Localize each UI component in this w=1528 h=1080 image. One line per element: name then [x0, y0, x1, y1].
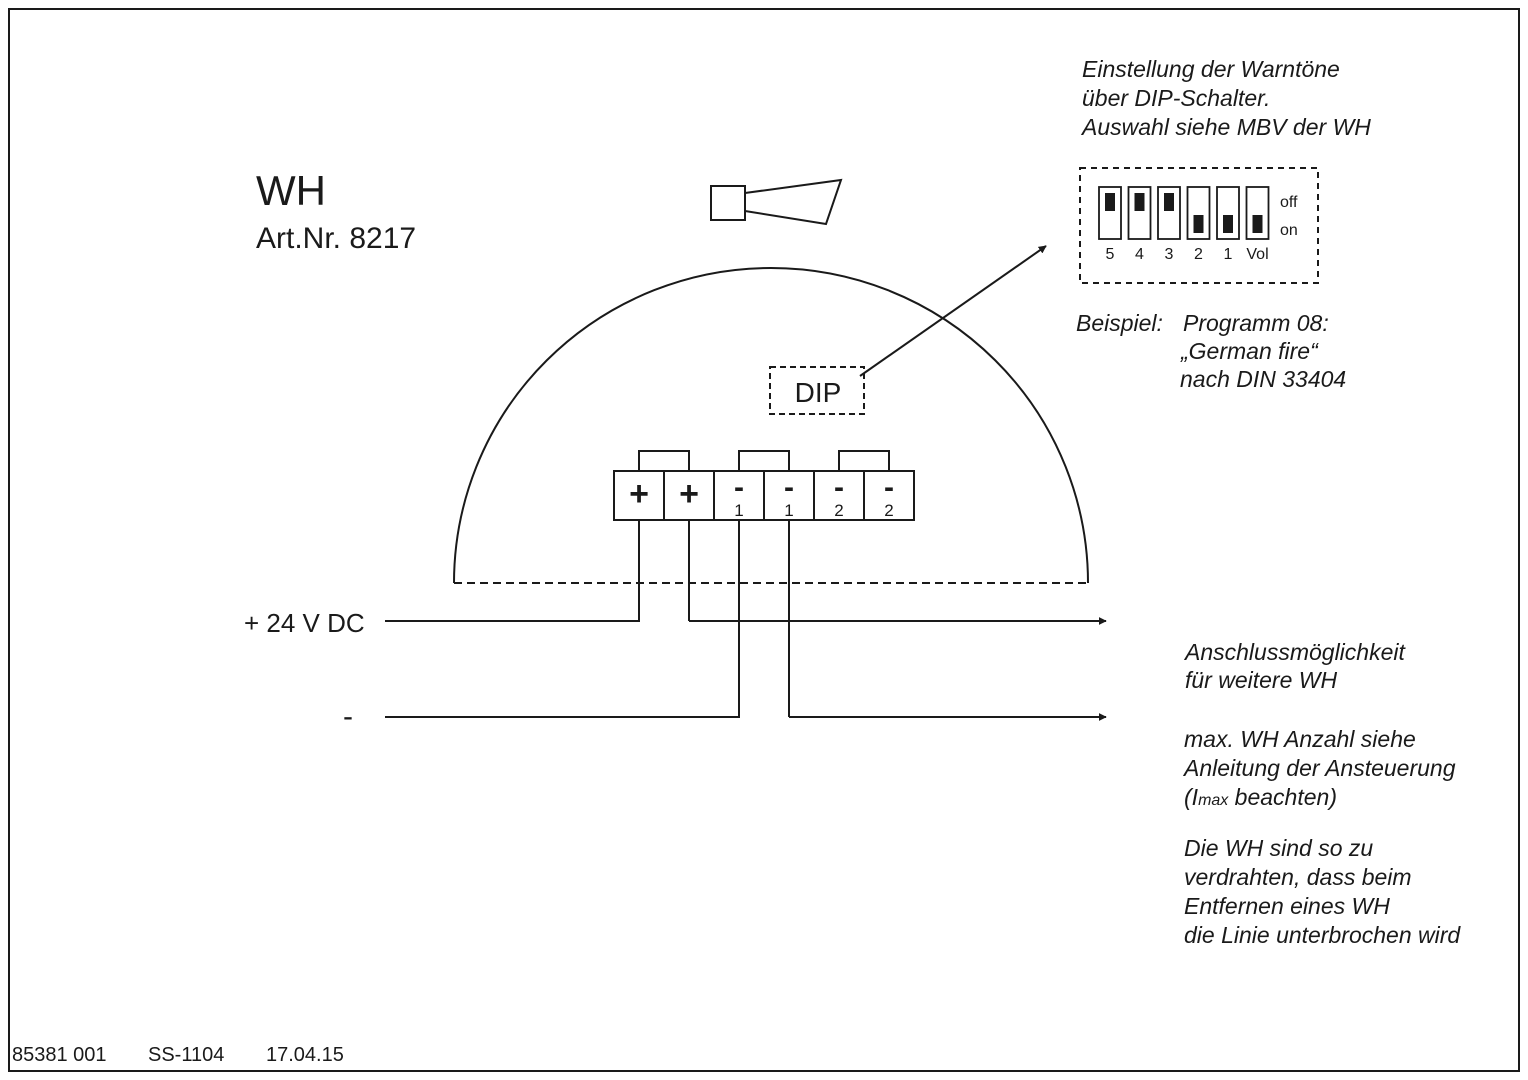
dip-switch-lever [1193, 215, 1204, 233]
terminal-index: 1 [784, 501, 793, 520]
terminal-index: 2 [834, 501, 843, 520]
example-line-1: Programm 08: [1183, 310, 1329, 336]
terminal-symbol: - [734, 471, 744, 504]
note-imax-rest: beachten) [1228, 784, 1337, 810]
note-max-line-1: max. WH Anzahl siehe [1184, 726, 1416, 752]
example-line-3: nach DIN 33404 [1180, 366, 1346, 392]
dip-off-label: off [1280, 194, 1298, 211]
dip-switch-lever [1134, 193, 1145, 211]
dip-on-label: on [1280, 222, 1298, 239]
dip-switch-label: 5 [1106, 246, 1115, 263]
dip-label: DIP [795, 377, 842, 408]
article-number: Art.Nr. 8217 [256, 222, 416, 255]
terminal-index: 1 [734, 501, 743, 520]
dip-heading-line-1: Einstellung der Warntöne [1082, 56, 1340, 82]
footer-drawing-id: SS-1104 [148, 1044, 224, 1066]
footer-date: 17.04.15 [266, 1044, 344, 1066]
dip-switch-lever [1105, 193, 1115, 211]
example-prefix: Beispiel: [1076, 310, 1163, 336]
terminal-symbol: - [884, 471, 894, 504]
dip-switch-label: Vol [1246, 246, 1268, 263]
wiring [385, 520, 1107, 721]
terminal-symbol: - [784, 471, 794, 504]
note-connection-line-1: Anschlussmöglichkeit [1183, 639, 1406, 665]
terminal-bridge-1 [638, 450, 690, 471]
note-imax-sub: max [1198, 792, 1229, 809]
dip-box: DIP [769, 366, 865, 415]
supply-negative-label: - [343, 700, 353, 733]
drawing-frame [8, 8, 1520, 1072]
dip-heading-line-2: über DIP-Schalter. [1082, 85, 1270, 111]
note-imax-line: (Imax beachten) [1184, 784, 1337, 810]
footer-doc-number: 85381 001 [12, 1044, 107, 1066]
example-line-2: „German fire“ [1180, 338, 1319, 364]
note-max-line-2: Anleitung der Ansteuerung [1182, 755, 1456, 781]
terminal-symbol: - [834, 471, 844, 504]
dip-pointer-arrow [859, 245, 1047, 377]
note-connection-line-2: für weitere WH [1185, 667, 1337, 693]
dip-switches: 5 4 3 2 1 Vol [1098, 186, 1270, 263]
note-wiring-line-4: die Linie unterbrochen wird [1184, 922, 1461, 948]
note-wiring-line-3: Entfernen eines WH [1184, 893, 1390, 919]
note-wiring-line-1: Die WH sind so zu [1184, 835, 1373, 861]
dip-switch-label: 2 [1194, 246, 1203, 263]
terminal-bridge-3 [838, 450, 890, 471]
housing-dome [453, 267, 1089, 584]
supply-positive-label: + 24 V DC [244, 608, 365, 638]
note-imax-open: (I [1184, 784, 1199, 810]
terminal-symbol: + [679, 475, 699, 513]
dip-switch-4 [1186, 186, 1211, 240]
dip-switch-label: 3 [1165, 246, 1174, 263]
dip-switch-2 [1127, 186, 1152, 240]
terminal-bridge-2 [738, 450, 790, 471]
dip-switch-3 [1157, 186, 1181, 240]
dip-switch-label: 4 [1135, 246, 1144, 263]
dip-switch-lever [1164, 193, 1174, 211]
dip-switch-5 [1216, 186, 1240, 240]
dip-switch-1 [1098, 186, 1122, 240]
note-wiring-line-2: verdrahten, dass beim [1184, 864, 1412, 890]
terminal-index: 2 [884, 501, 893, 520]
dip-switch-lever [1223, 215, 1233, 233]
terminal-symbol: + [629, 475, 649, 513]
device-name: WH [256, 167, 326, 214]
dip-switch-label: 1 [1224, 246, 1233, 263]
terminal-block: ++-1-1-2-2 [613, 450, 915, 521]
horn-icon [710, 178, 843, 226]
wire-supply-negative [385, 520, 740, 718]
wire-supply-positive [385, 520, 640, 622]
dip-switch-lever [1252, 215, 1263, 233]
dip-switch-6 [1245, 186, 1270, 240]
dip-heading-line-3: Auswahl siehe MBV der WH [1080, 114, 1371, 140]
